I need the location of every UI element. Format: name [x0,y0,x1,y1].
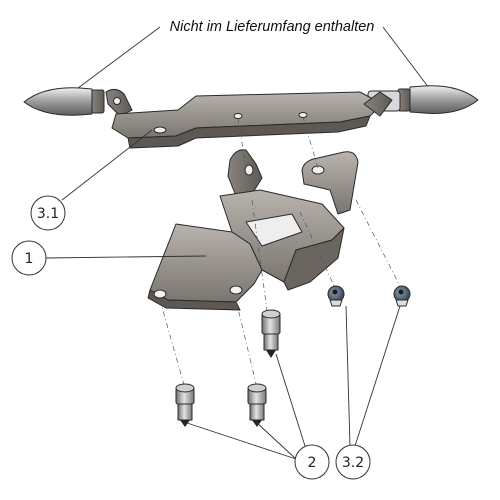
assembly-center-lines [159,116,403,393]
callout-3-1: 3.1 [30,195,66,231]
note-leader-left [65,26,161,98]
socket-bolt-lower-left [175,383,195,427]
svg-text:3.2: 3.2 [342,455,364,471]
left-turn-indicator [23,87,105,116]
note-leader-right [382,26,436,97]
callout-1: 1 [11,240,47,276]
not-included-note: Nicht im Lieferumfang enthalten [170,19,375,35]
svg-text:2: 2 [308,455,317,471]
indicator-carrier-bar [105,88,393,149]
socket-bolt-upper [261,309,281,358]
svg-text:3.1: 3.1 [37,206,59,222]
main-mounting-bracket [147,149,359,311]
callout-leaders [45,129,401,460]
callout-2: 2 [294,444,330,480]
callout-3-2: 3.2 [335,444,371,480]
svg-text:1: 1 [25,251,34,267]
socket-bolt-lower-right [247,383,267,427]
torx-screw-left [327,285,345,307]
torx-screw-right [393,285,411,307]
